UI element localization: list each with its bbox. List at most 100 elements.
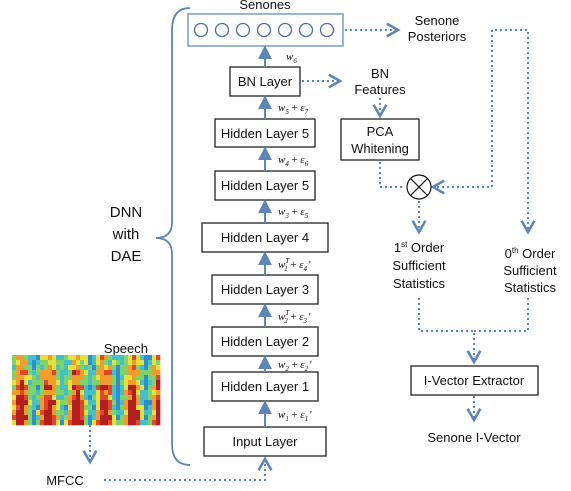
spectrogram-cell (28, 360, 33, 366)
spectrogram-cell (32, 390, 37, 396)
spectrogram-cell (28, 415, 33, 421)
spectrogram-cell (92, 355, 97, 361)
spectrogram-cell (92, 410, 97, 416)
spectrogram-cell (156, 375, 161, 381)
svg-text:w5+ε7: w5+ε7 (278, 102, 309, 116)
spectrogram-cell (24, 355, 29, 361)
spectrogram-cell (152, 385, 157, 391)
spectrogram-cell (40, 365, 45, 371)
spectrogram-cell (60, 360, 65, 366)
spectrogram-cell (132, 395, 137, 401)
spectrogram-cell (56, 370, 61, 376)
spectrogram-cell (112, 355, 117, 361)
spectrogram-cell (120, 405, 125, 411)
spectrogram-cell (132, 380, 137, 386)
spectrogram-cell (124, 375, 129, 381)
svg-text:Statistics: Statistics (393, 276, 446, 291)
spectrogram-cell (76, 360, 81, 366)
spectrogram-cell (36, 365, 41, 371)
spectrogram-cell (96, 370, 101, 376)
spectrogram-cell (56, 400, 61, 406)
spectrogram-cell (124, 370, 129, 376)
spectrogram-cell (112, 370, 117, 376)
spectrogram-cell (64, 360, 69, 366)
spectrogram-cell (128, 415, 133, 421)
spectrogram-cell (56, 420, 61, 426)
spectrogram-cell (96, 405, 101, 411)
spectrogram-cell (116, 395, 121, 401)
svg-text:wT2+ε3': wT2+ε3' (278, 309, 311, 325)
spectrogram-cell (80, 385, 85, 391)
spectrogram-cell (24, 375, 29, 381)
spectrogram-cell (16, 355, 21, 361)
spectrogram-cell (24, 360, 29, 366)
spectrogram-cell (24, 380, 29, 386)
spectrogram-cell (40, 420, 45, 426)
spectrogram-cell (144, 370, 149, 376)
spectrogram-cell (48, 355, 53, 361)
ivector-extractor-box: I-Vector Extractor (410, 365, 539, 396)
spectrogram-cell (56, 375, 61, 381)
spectrogram-cell (80, 380, 85, 386)
spectrogram-cell (48, 370, 53, 376)
spectrogram-cell (128, 395, 133, 401)
spectrogram-cell (12, 405, 17, 411)
spectrogram-cell (88, 360, 93, 366)
spectrogram-cell (72, 410, 77, 416)
spectrogram-cell (144, 410, 149, 416)
spectrogram-cell (72, 355, 77, 361)
spectrogram-cell (144, 365, 149, 371)
spectrogram-cell (48, 405, 53, 411)
spectrogram-cell (44, 420, 49, 426)
spectrogram-cell (64, 370, 69, 376)
spectrogram-cell (48, 395, 53, 401)
spectrogram-cell (140, 390, 145, 396)
spectrogram-cell (124, 360, 129, 366)
spectrogram-cell (72, 385, 77, 391)
spectrogram-cell (60, 410, 65, 416)
spectrogram-cell (156, 395, 161, 401)
hidden-layer-4: Hidden Layer 4 (201, 222, 329, 253)
spectrogram-cell (16, 420, 21, 426)
spectrogram-cell (136, 395, 141, 401)
spectrogram-cell (64, 385, 69, 391)
spectrogram-cell (36, 380, 41, 386)
spectrogram-cell (144, 415, 149, 421)
spectrogram-cell (88, 410, 93, 416)
spectrogram-cell (44, 360, 49, 366)
svg-text:with: with (112, 226, 140, 243)
spectrogram-cell (56, 405, 61, 411)
spectrogram-cell (56, 415, 61, 421)
spectrogram-cell (72, 405, 77, 411)
spectrogram-cell (116, 365, 121, 371)
spectrogram-cell (140, 400, 145, 406)
spectrogram-cell (96, 410, 101, 416)
spectrogram-cell (80, 360, 85, 366)
spectrogram-cell (52, 405, 57, 411)
spectrogram-cell (128, 420, 133, 426)
spectrogram-cell (140, 370, 145, 376)
spectrogram-cell (108, 415, 113, 421)
spectrogram-cell (48, 420, 53, 426)
spectrogram-cell (120, 375, 125, 381)
spectrogram-cell (136, 415, 141, 421)
spectrogram-cell (116, 355, 121, 361)
spectrogram-cell (156, 390, 161, 396)
spectrogram-cell (144, 385, 149, 391)
spectrogram-cell (40, 390, 45, 396)
spectrogram-cell (100, 385, 105, 391)
senone-unit (193, 22, 209, 38)
spectrogram-cell (44, 410, 49, 416)
spectrogram-cell (20, 415, 25, 421)
weight-w1-e1: w1+ε1' (278, 409, 312, 423)
spectrogram-cell (152, 390, 157, 396)
spectrogram-cell (156, 400, 161, 406)
spectrogram-cell (140, 420, 145, 426)
spectrogram-cell (52, 360, 57, 366)
weight-w2-e2: w2+ε2' (278, 359, 312, 373)
spectrogram-cell (52, 375, 57, 381)
spectrogram-cell (124, 405, 129, 411)
spectrogram-cell (12, 365, 17, 371)
spectrogram-cell (40, 375, 45, 381)
spectrogram-cell (92, 405, 97, 411)
